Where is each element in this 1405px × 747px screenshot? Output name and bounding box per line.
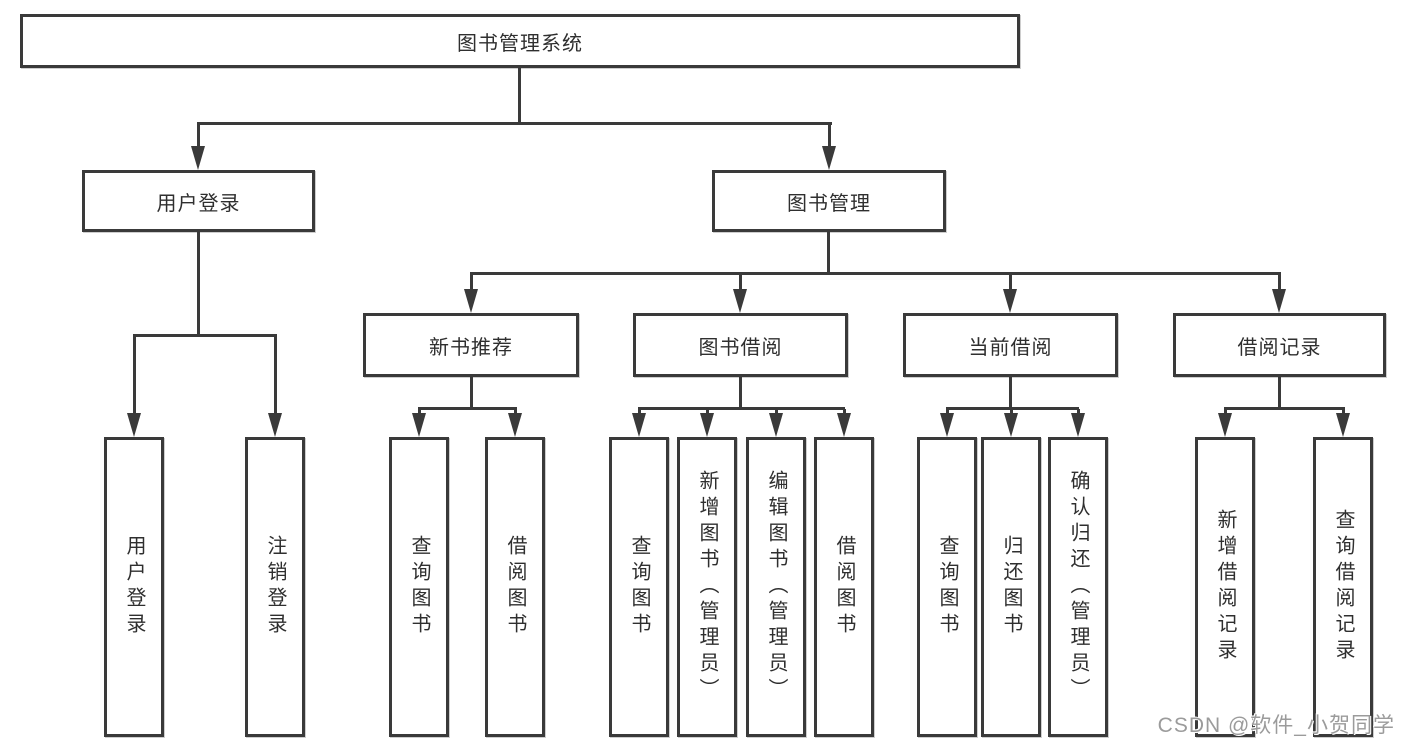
arrow-down-icon [464, 289, 478, 313]
leaf-label: 借阅图书 [504, 535, 526, 639]
connector-line [1009, 275, 1012, 289]
arrow-down-icon [1336, 413, 1350, 437]
connector-line [638, 407, 845, 410]
connector-line [1077, 409, 1080, 414]
arrow-down-icon [632, 413, 646, 437]
leaf-query-books-borrow: 查询图书 [609, 437, 669, 737]
arrow-down-icon [508, 413, 522, 437]
leaf-edit-book-admin: 编辑图书（管理员） [746, 437, 806, 737]
leaf-user-login: 用户登录 [104, 437, 164, 737]
leaf-confirm-return-admin: 确认归还（管理员） [1048, 437, 1108, 737]
connector-line [739, 377, 742, 407]
arrow-down-icon [940, 413, 954, 437]
connector-line [1224, 409, 1227, 414]
leaf-add-borrow-record: 新增借阅记录 [1195, 437, 1255, 737]
leaf-label: 查询图书 [408, 535, 430, 639]
leaf-label: 查询图书 [936, 535, 958, 639]
connector-line [827, 232, 830, 272]
connector-line [418, 409, 421, 414]
connector-line [418, 407, 517, 410]
connector-line [470, 377, 473, 407]
arrow-down-icon [1272, 289, 1286, 313]
leaf-borrow-books: 借阅图书 [814, 437, 874, 737]
arrow-down-icon [822, 146, 836, 170]
connector-line [133, 337, 136, 413]
leaf-query-borrow-record: 查询借阅记录 [1313, 437, 1373, 737]
csdn-watermark: CSDN @软件_小贺同学 [1157, 714, 1395, 737]
leaf-label: 用户登录 [123, 535, 145, 639]
connector-line [133, 334, 277, 337]
connector-line [1224, 407, 1345, 410]
connector-line [274, 337, 277, 413]
connector-line [197, 125, 200, 149]
arrow-down-icon [1071, 413, 1085, 437]
arrow-down-icon [837, 413, 851, 437]
arrow-down-icon [127, 413, 141, 437]
node-borrow-records: 借阅记录 [1173, 313, 1386, 377]
leaf-label: 归还图书 [1000, 535, 1022, 639]
leaf-label: 查询图书 [628, 535, 650, 639]
connector-line [843, 409, 846, 414]
leaf-add-book-admin: 新增图书（管理员） [677, 437, 737, 737]
leaf-label: 编辑图书（管理员） [765, 470, 787, 704]
leaf-query-books-recommend: 查询图书 [389, 437, 449, 737]
arrow-down-icon [700, 413, 714, 437]
connector-line [739, 275, 742, 289]
connector-line [1009, 377, 1012, 407]
node-current-borrow: 当前借阅 [903, 313, 1118, 377]
leaf-return-books: 归还图书 [981, 437, 1041, 737]
connector-line [470, 272, 1281, 275]
node-book-borrow: 图书借阅 [633, 313, 848, 377]
arrow-down-icon [1218, 413, 1232, 437]
leaf-label: 新增图书（管理员） [696, 470, 718, 704]
node-book-management: 图书管理 [712, 170, 946, 232]
connector-line [1342, 409, 1345, 414]
connector-line [197, 232, 200, 334]
leaf-label: 注销登录 [264, 535, 286, 639]
leaf-label: 借阅图书 [833, 535, 855, 639]
connector-line [946, 407, 1079, 410]
connector-line [775, 409, 778, 414]
connector-line [518, 68, 521, 122]
connector-line [1278, 377, 1281, 407]
arrow-down-icon [268, 413, 282, 437]
connector-line [1010, 409, 1013, 414]
arrow-down-icon [191, 146, 205, 170]
arrow-down-icon [1003, 289, 1017, 313]
connector-line [828, 125, 831, 149]
leaf-label: 查询借阅记录 [1332, 509, 1354, 665]
node-library-system: 图书管理系统 [20, 14, 1020, 68]
arrow-down-icon [769, 413, 783, 437]
leaf-label: 新增借阅记录 [1214, 509, 1236, 665]
connector-line [1278, 275, 1281, 289]
connector-line [470, 275, 473, 289]
arrow-down-icon [1004, 413, 1018, 437]
arrow-down-icon [733, 289, 747, 313]
leaf-logout: 注销登录 [245, 437, 305, 737]
connector-line [197, 122, 832, 125]
node-user-login: 用户登录 [82, 170, 315, 232]
leaf-query-books-current: 查询图书 [917, 437, 977, 737]
leaf-label: 确认归还（管理员） [1067, 470, 1089, 704]
leaf-borrow-books-recommend: 借阅图书 [485, 437, 545, 737]
connector-line [638, 409, 641, 414]
connector-line [946, 409, 949, 414]
arrow-down-icon [412, 413, 426, 437]
node-new-book-recommend: 新书推荐 [363, 313, 579, 377]
connector-line [706, 409, 709, 414]
connector-line [514, 409, 517, 414]
